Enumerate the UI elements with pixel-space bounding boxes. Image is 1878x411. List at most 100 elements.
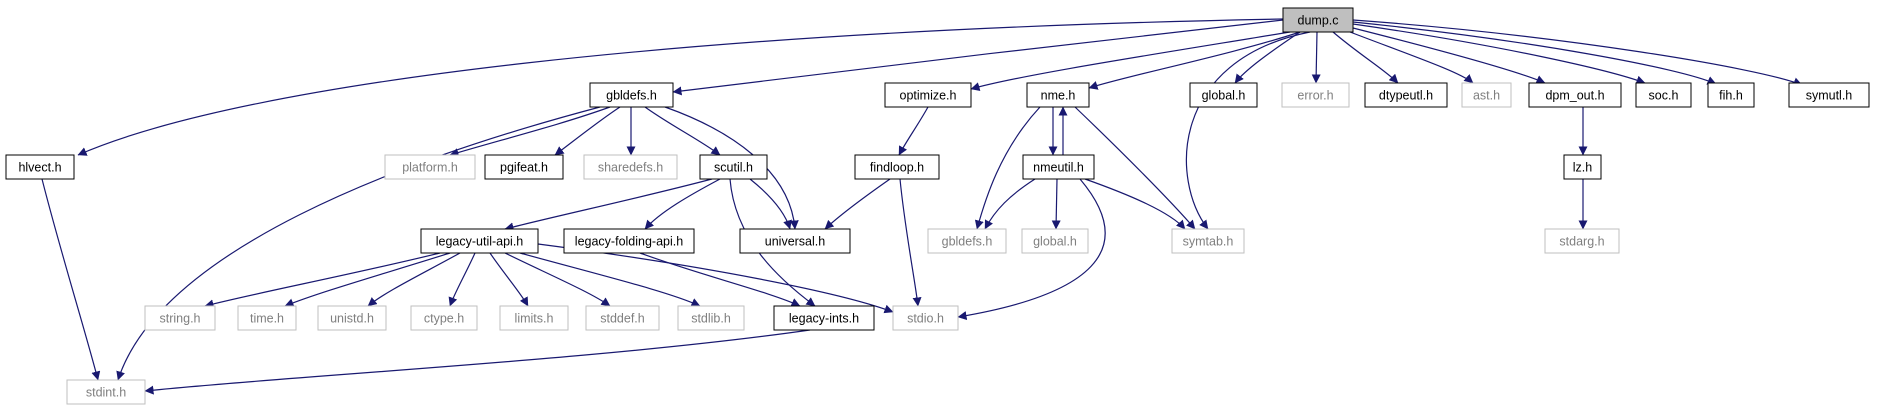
edge-nme-h-to-gbldefs-h-ext bbox=[974, 106, 1041, 230]
node-box bbox=[585, 305, 660, 331]
node-findloop-h[interactable]: findloop.h bbox=[854, 154, 940, 180]
node-pgifeat-h[interactable]: pgifeat.h bbox=[484, 154, 564, 180]
node-box bbox=[563, 228, 695, 254]
node-box bbox=[927, 228, 1007, 254]
node-label: unistd.h bbox=[330, 312, 374, 326]
edge-gbldefs-h-to-platform-h bbox=[449, 106, 611, 157]
edge-nmeutil-h-to-gbldefs-h-ext bbox=[984, 178, 1036, 230]
node-label: findloop.h bbox=[870, 161, 924, 175]
node-box bbox=[1544, 228, 1620, 254]
node-lz-h[interactable]: lz.h bbox=[1563, 154, 1602, 180]
node-box bbox=[1528, 82, 1622, 108]
node-label: dump.c bbox=[1298, 14, 1339, 28]
edge-dump-c-to-global-h-top bbox=[1234, 31, 1301, 84]
edge-legacy-util-api-h-to-unistd-h bbox=[367, 252, 461, 307]
node-label: scutil.h bbox=[714, 161, 753, 175]
node-box bbox=[384, 154, 476, 180]
node-global-h-top[interactable]: global.h bbox=[1189, 82, 1258, 108]
node-nmeutil-h[interactable]: nmeutil.h bbox=[1022, 154, 1095, 180]
edge-dump-c-to-error-h bbox=[1311, 31, 1321, 84]
node-dpm-out-h[interactable]: dpm_out.h bbox=[1528, 82, 1622, 108]
node-box bbox=[420, 228, 539, 254]
node-box bbox=[1281, 82, 1350, 108]
node-error-h: error.h bbox=[1281, 82, 1350, 108]
node-box bbox=[1282, 7, 1354, 33]
node-dump-c[interactable]: dump.c bbox=[1282, 7, 1354, 33]
edge-dump-c-to-nme-h bbox=[1088, 31, 1301, 90]
node-box bbox=[739, 228, 851, 254]
node-scutil-h[interactable]: scutil.h bbox=[699, 154, 768, 180]
edge-gbldefs-h-to-pgifeat-h bbox=[554, 106, 621, 156]
edge-legacy-util-api-h-to-stdlib-h bbox=[519, 252, 701, 307]
node-box bbox=[1021, 228, 1089, 254]
edge-legacy-util-api-h-to-stddef-h bbox=[504, 252, 611, 307]
node-box bbox=[144, 305, 216, 331]
edge-dump-c-to-dtypeutl-h bbox=[1332, 31, 1399, 84]
node-symutl-h[interactable]: symutl.h bbox=[1788, 82, 1870, 108]
edge-dump-c-to-optimize-h bbox=[970, 31, 1291, 91]
node-box bbox=[1026, 82, 1090, 108]
node-label: symutl.h bbox=[1806, 89, 1853, 103]
edge-dump-c-to-ast-h bbox=[1349, 31, 1474, 84]
node-ast-h: ast.h bbox=[1461, 82, 1512, 108]
node-label: stdint.h bbox=[86, 386, 126, 400]
node-label: global.h bbox=[1033, 235, 1077, 249]
node-label: stddef.h bbox=[600, 312, 645, 326]
node-label: legacy-ints.h bbox=[789, 312, 859, 326]
node-label: ctype.h bbox=[424, 312, 464, 326]
node-hlvect-h[interactable]: hlvect.h bbox=[5, 154, 75, 180]
node-string-h: string.h bbox=[144, 305, 216, 331]
node-box bbox=[237, 305, 297, 331]
node-label: limits.h bbox=[515, 312, 554, 326]
node-dtypeutl-h[interactable]: dtypeutl.h bbox=[1364, 82, 1448, 108]
node-label: pgifeat.h bbox=[500, 161, 548, 175]
edge-dump-c-to-symutl-h bbox=[1352, 19, 1803, 86]
node-box bbox=[699, 154, 768, 180]
node-box bbox=[773, 305, 875, 331]
node-box bbox=[1707, 82, 1755, 108]
edge-dump-c-to-soc-h bbox=[1352, 23, 1646, 85]
node-label: global.h bbox=[1202, 89, 1246, 103]
node-box bbox=[1563, 154, 1602, 180]
node-label: ast.h bbox=[1473, 89, 1500, 103]
node-box bbox=[583, 154, 678, 180]
node-platform-h: platform.h bbox=[384, 154, 476, 180]
node-nme-h[interactable]: nme.h bbox=[1026, 82, 1090, 108]
node-box bbox=[677, 305, 745, 331]
node-box bbox=[892, 305, 959, 331]
edge-scutil-h-to-legacy-util-api-h bbox=[504, 178, 713, 232]
node-label: string.h bbox=[160, 312, 201, 326]
edge-scutil-h-to-universal-h bbox=[749, 178, 792, 230]
node-soc-h[interactable]: soc.h bbox=[1635, 82, 1692, 108]
node-legacy-util-api-h[interactable]: legacy-util-api.h bbox=[420, 228, 539, 254]
edge-legacy-ints-h-to-stdint-h bbox=[144, 329, 811, 395]
node-ctype-h: ctype.h bbox=[410, 305, 478, 331]
edge-hlvect-h-to-stdint-h bbox=[41, 178, 101, 381]
node-box bbox=[1171, 228, 1245, 254]
node-label: time.h bbox=[250, 312, 284, 326]
node-label: stdio.h bbox=[907, 312, 944, 326]
node-optimize-h[interactable]: optimize.h bbox=[884, 82, 972, 108]
node-gbldefs-h-ext: gbldefs.h bbox=[927, 228, 1007, 254]
edges-layer bbox=[41, 18, 1803, 395]
edge-gbldefs-h-to-scutil-h bbox=[644, 106, 721, 156]
node-fih-h[interactable]: fih.h bbox=[1707, 82, 1755, 108]
node-gbldefs-h[interactable]: gbldefs.h bbox=[589, 82, 674, 108]
node-label: stdlib.h bbox=[691, 312, 731, 326]
node-unistd-h: unistd.h bbox=[317, 305, 387, 331]
edge-dump-c-to-dpm-out-h bbox=[1352, 27, 1546, 84]
edge-dump-c-to-fih-h bbox=[1352, 21, 1717, 85]
edge-scutil-h-to-legacy-folding-api-h bbox=[644, 178, 721, 230]
node-symtab-h: symtab.h bbox=[1171, 228, 1245, 254]
node-box bbox=[5, 154, 75, 180]
node-stddef-h: stddef.h bbox=[585, 305, 660, 331]
node-legacy-folding-api-h[interactable]: legacy-folding-api.h bbox=[563, 228, 695, 254]
node-universal-h[interactable]: universal.h bbox=[739, 228, 851, 254]
node-label: hlvect.h bbox=[18, 161, 61, 175]
node-box bbox=[499, 305, 569, 331]
edge-legacy-util-api-h-to-ctype-h bbox=[448, 252, 476, 307]
node-box bbox=[1635, 82, 1692, 108]
node-label: lz.h bbox=[1573, 161, 1593, 175]
node-legacy-ints-h[interactable]: legacy-ints.h bbox=[773, 305, 875, 331]
node-stdio-h: stdio.h bbox=[892, 305, 959, 331]
